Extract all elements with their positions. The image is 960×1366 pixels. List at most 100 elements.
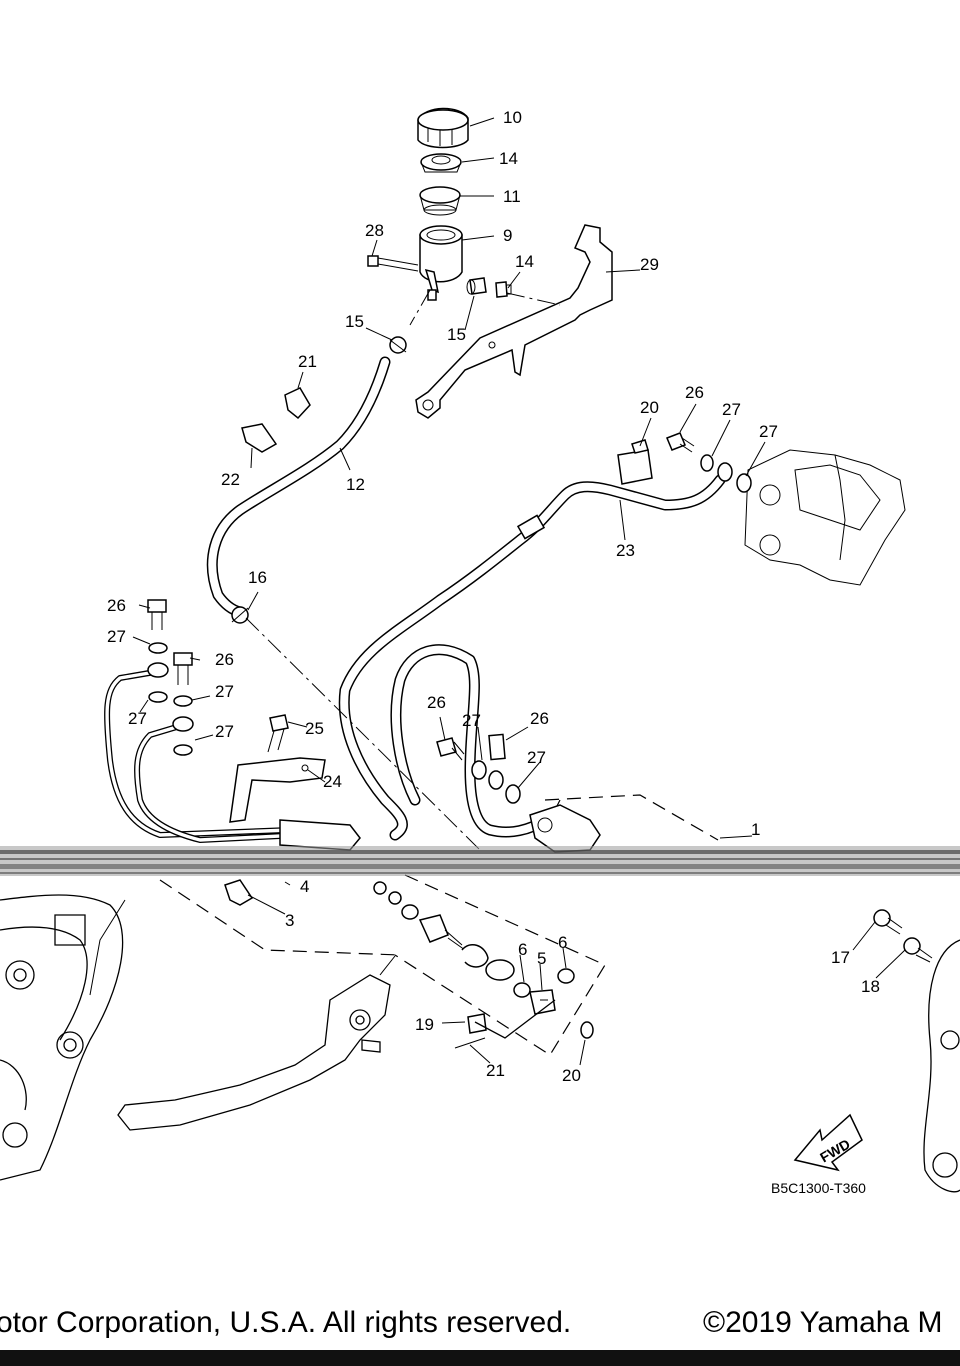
washer-27-mid-c <box>505 784 521 804</box>
callout-20: 21 <box>298 352 317 371</box>
callout-22: 23 <box>616 541 635 560</box>
callout-23: 24 <box>323 772 342 791</box>
washer-27-left-c <box>173 695 193 707</box>
centerline-hose <box>245 289 481 851</box>
callout-27-mid-b: 27 <box>527 748 546 767</box>
copyright-footer: otor Corporation, U.S.A. All rights rese… <box>0 1302 960 1346</box>
callout-3: 3 <box>285 911 294 930</box>
callout-6-right: 6 <box>558 933 567 952</box>
callout-26-top: 26 <box>685 383 704 402</box>
callout-9: 11 <box>503 187 521 206</box>
callout-4: 4 <box>300 877 309 896</box>
piston-kit <box>373 881 515 981</box>
callout-labels: 10 14 11 9 28 14 29 15 15 21 20 26 27 27… <box>107 108 880 1196</box>
copyright-right-text: ©2019 Yamaha M <box>703 1306 943 1339</box>
callout-7: 9 <box>503 226 512 245</box>
leader-line-bracket <box>89 899 396 996</box>
callout-5: 5 <box>537 949 546 968</box>
union-bolt-26-mid <box>436 737 465 761</box>
callout-24: 25 <box>305 719 324 738</box>
leader-line-pushrod <box>474 999 556 1039</box>
reservoir-bracket <box>415 224 613 419</box>
callout-27-top-b: 27 <box>759 422 778 441</box>
footrest-bracket-right-drawing <box>923 939 960 1193</box>
clamp-20 <box>284 387 311 420</box>
master-cylinder-body <box>279 804 601 853</box>
washer-27-left-b <box>148 691 168 703</box>
reservoir-diaphragm <box>420 153 462 173</box>
nut-6-left <box>513 982 531 998</box>
callout-12: 15 <box>447 325 466 344</box>
callout-15-lower: 18 <box>861 977 880 996</box>
callout-27-top-a: 27 <box>722 400 741 419</box>
callout-19: 20 <box>640 398 659 417</box>
reservoir-tank <box>419 225 463 301</box>
callout-27-left-d: 27 <box>215 722 234 741</box>
bolt-24 <box>267 714 289 753</box>
callout-10: 14 <box>499 149 518 168</box>
hose-clip-14-upper <box>389 336 407 354</box>
callout-14-lower: 16 <box>248 568 267 587</box>
callout-25: 26 <box>530 709 549 728</box>
clevis-5 <box>529 989 556 1015</box>
callout-18: 21 <box>486 1061 505 1080</box>
callout-15-upper: 17 <box>831 948 850 967</box>
copyright-left-text: otor Corporation, U.S.A. All rights rese… <box>0 1306 572 1339</box>
union-bolt-26-left-a <box>147 599 167 630</box>
callout-21: 22 <box>221 470 240 489</box>
clamp-21 <box>241 423 278 453</box>
washer-27-mid-b <box>488 770 504 790</box>
washer-27-left-a <box>148 642 168 654</box>
brake-pipes-left <box>104 669 303 843</box>
hose-clip-14-lower <box>231 606 249 624</box>
callout-27-mid-a: 27 <box>462 711 481 730</box>
brake-hose-holder-19 <box>617 439 653 485</box>
forward-direction-arrow: FWD <box>793 1113 863 1172</box>
union-bolt-26-top <box>666 432 695 453</box>
brake-pipe-bracket-23 <box>229 757 326 823</box>
diaphragm-holder <box>419 186 461 216</box>
callout-27-left-b: 27 <box>215 682 234 701</box>
callout-17: 20 <box>562 1066 581 1085</box>
callout-16: 19 <box>415 1015 434 1034</box>
callout-1: 1 <box>751 820 760 839</box>
reservoir-hose <box>206 356 391 618</box>
reference-code: B5C1300-T360 <box>771 1180 866 1196</box>
bottom-edge-bar <box>0 1350 960 1366</box>
brake-hose-22 <box>338 474 726 841</box>
washer-27-top-c <box>736 473 752 493</box>
callout-28: 28 <box>365 221 384 240</box>
scan-artifact-band <box>0 846 960 876</box>
centerline-bracket <box>506 292 561 306</box>
screw-15-lower <box>903 937 933 963</box>
screw-15-upper <box>873 909 903 935</box>
brake-pedal-drawing <box>117 974 391 1131</box>
union-eye-left-b <box>172 716 194 732</box>
reservoir-cap <box>417 107 469 149</box>
cotter-pin-18 <box>454 1037 486 1049</box>
callout-26-left-b: 26 <box>215 650 234 669</box>
washer-27-mid-a <box>471 760 487 780</box>
washer-27-left-d <box>173 744 193 756</box>
callout-6-left: 6 <box>518 940 527 959</box>
union-bolt-26-left-b <box>173 652 193 685</box>
washer-17 <box>580 1021 594 1039</box>
brake-caliper-drawing <box>744 449 906 586</box>
union-eye-left-a <box>147 662 169 678</box>
callout-27-left-c: 27 <box>128 709 147 728</box>
callout-14-upper: 15 <box>345 312 364 331</box>
nut-6-right <box>557 968 575 984</box>
callout-11: 14 <box>515 252 534 271</box>
washer-27-top-a <box>700 454 714 472</box>
callout-8: 10 <box>503 108 522 127</box>
leader-lines <box>132 117 906 1066</box>
footrest-bracket-left-drawing <box>0 894 124 1181</box>
callout-13: 12 <box>346 475 365 494</box>
washer-27-top-b <box>717 462 733 482</box>
brake-hose-25 <box>390 644 551 838</box>
grommet-12 <box>466 277 487 295</box>
cotter-pin-3 <box>224 879 254 906</box>
collar-11 <box>495 281 512 298</box>
callout-26-mid: 26 <box>427 693 446 712</box>
